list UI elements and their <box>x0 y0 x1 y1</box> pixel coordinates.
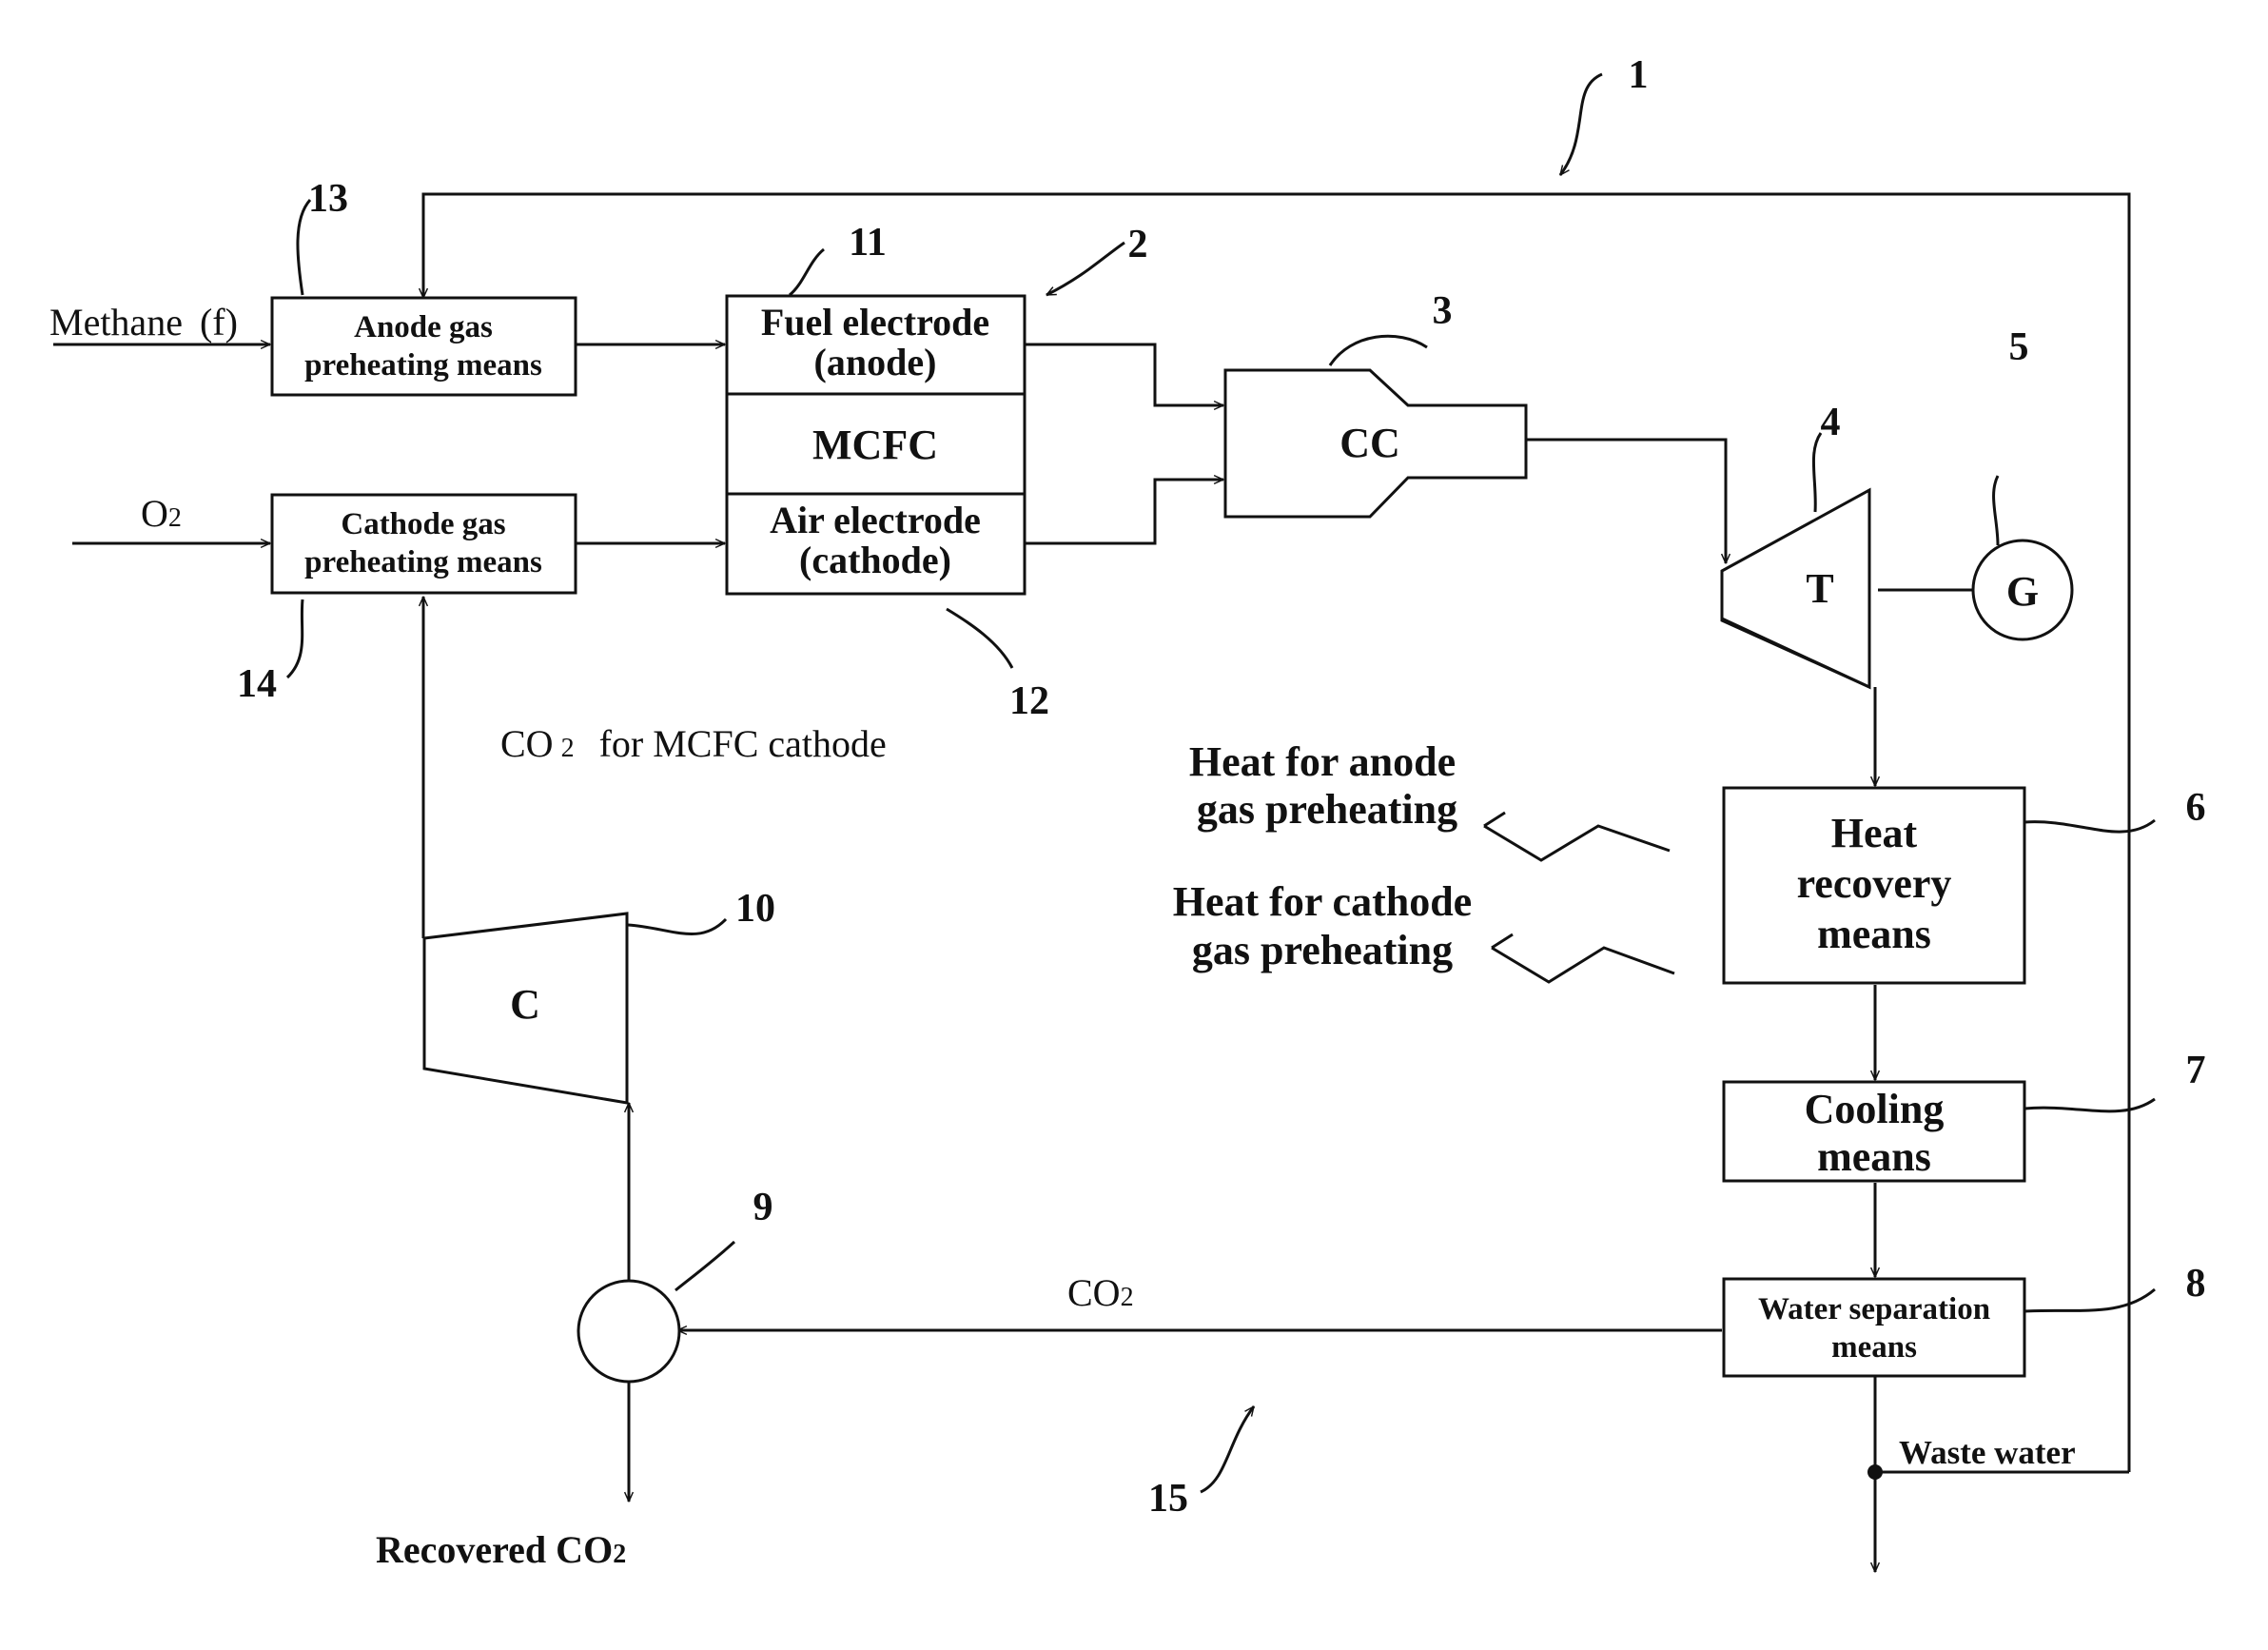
leader-2 <box>1046 243 1124 295</box>
ref-3: 3 <box>1433 289 1453 333</box>
heat-recovery-line2: recovery <box>1797 860 1952 907</box>
air-electrode-line2: (cathode) <box>799 539 951 581</box>
heat-cathode-line1: Heat for cathode <box>1173 878 1472 925</box>
heat-cathode-line2: gas preheating <box>1192 927 1453 973</box>
anode-preheat-box: Anode gas preheating means <box>272 298 576 395</box>
ref-13: 13 <box>308 177 348 221</box>
turbine: T <box>1722 490 1869 687</box>
ref-2: 2 <box>1128 223 1148 266</box>
leader-1 <box>1560 74 1602 175</box>
co2-mcfc-label: CO2for MCFC cathode <box>500 722 887 765</box>
generator: G <box>1973 540 2072 639</box>
ref-8: 8 <box>2186 1262 2206 1306</box>
ref-9: 9 <box>753 1186 773 1229</box>
heat-cathode-zigzag <box>1492 948 1674 982</box>
combustor-outlet-line <box>1526 440 1726 563</box>
leader-6 <box>2024 820 2155 832</box>
ref-12: 12 <box>1009 679 1049 723</box>
cathode-preheat-box: Cathode gas preheating means <box>272 495 576 593</box>
leader-7 <box>2024 1099 2155 1111</box>
ref-14: 14 <box>237 662 277 706</box>
heat-anode-line2: gas preheating <box>1197 786 1457 833</box>
heat-anode-line1: Heat for anode <box>1189 738 1456 785</box>
anode-preheat-line2: preheating means <box>304 348 542 383</box>
oxygen-label: O2 <box>141 492 182 535</box>
leader-3 <box>1330 336 1427 365</box>
fuel-electrode-line1: Fuel electrode <box>761 301 989 344</box>
ref-11: 11 <box>849 221 887 265</box>
turbine-label: T <box>1806 565 1833 612</box>
combustor-label: CC <box>1339 420 1400 466</box>
leader-8 <box>2024 1289 2155 1311</box>
heat-anode-arrowhead <box>1484 813 1505 826</box>
water-separation-line1: Water separation <box>1758 1292 1990 1326</box>
compressor-label: C <box>510 981 540 1028</box>
combustor: CC <box>1225 370 1526 517</box>
heat-transfer-arrows <box>1484 813 1674 982</box>
heat-recovery-box: Heat recovery means <box>1724 788 2024 983</box>
ref-4: 4 <box>1821 401 1841 444</box>
heat-recovery-line3: means <box>1817 911 1931 957</box>
leader-15 <box>1201 1406 1254 1492</box>
air-electrode-line1: Air electrode <box>770 499 981 541</box>
leader-12 <box>947 609 1012 668</box>
leader-10 <box>628 919 726 934</box>
anode-preheat-line1: Anode gas <box>354 310 493 344</box>
leader-5 <box>1994 476 1998 545</box>
cooling-line2: means <box>1817 1133 1931 1180</box>
cathode-exhaust-line <box>1025 480 1223 543</box>
cooling-box: Cooling means <box>1724 1082 2024 1181</box>
fuel-electrode-line2: (anode) <box>814 341 937 383</box>
ref-10: 10 <box>735 887 775 931</box>
leader-11 <box>790 249 824 295</box>
ref-1: 1 <box>1629 53 1649 97</box>
methane-label: Methane(f) <box>49 301 238 344</box>
heat-anode-zigzag <box>1484 826 1670 860</box>
water-separation-box: Water separation means <box>1724 1279 2024 1376</box>
cathode-preheat-line2: preheating means <box>304 545 542 579</box>
co2-flow-label: CO2 <box>1067 1271 1134 1314</box>
splitter-node <box>578 1281 679 1382</box>
leader-14 <box>287 599 303 678</box>
heat-cathode-arrowhead <box>1492 934 1513 948</box>
heat-recovery-line1: Heat <box>1831 810 1918 856</box>
generator-label: G <box>2006 568 2039 615</box>
anode-exhaust-line <box>1025 344 1223 405</box>
mcfc-stack: Fuel electrode (anode) MCFC Air electrod… <box>727 296 1025 594</box>
leader-9 <box>675 1242 734 1290</box>
ref-5: 5 <box>2009 325 2029 369</box>
recovered-co2-label: Recovered CO2 <box>376 1528 626 1571</box>
compressor: C <box>424 913 627 1103</box>
water-separation-line2: means <box>1831 1330 1917 1365</box>
cooling-line1: Cooling <box>1805 1086 1945 1132</box>
ref-15: 15 <box>1148 1477 1188 1521</box>
waste-water-label: Waste water <box>1899 1434 2076 1471</box>
mcfc-label: MCFC <box>812 422 938 468</box>
ref-7: 7 <box>2186 1049 2206 1092</box>
leader-4 <box>1813 433 1821 512</box>
ref-6: 6 <box>2186 786 2206 830</box>
cathode-preheat-line1: Cathode gas <box>341 507 505 541</box>
junction-dot <box>1867 1464 1883 1480</box>
